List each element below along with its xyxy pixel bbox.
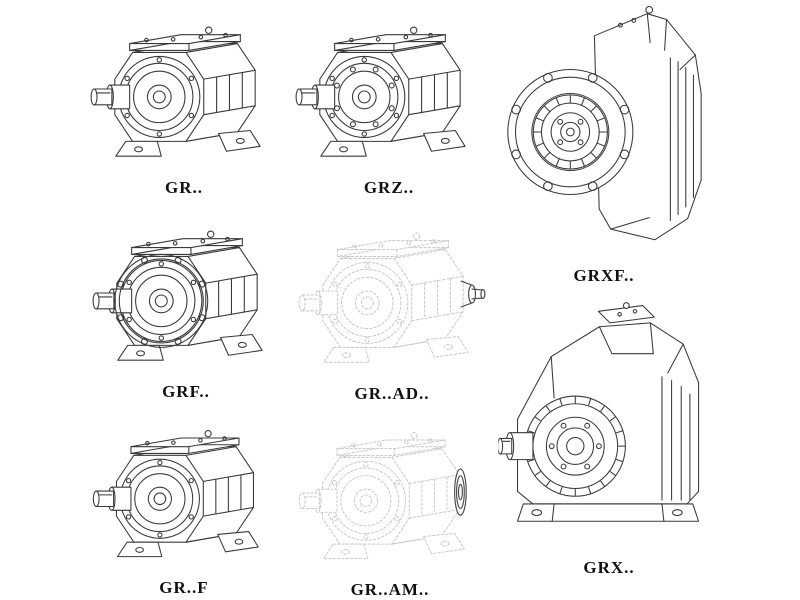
grz-gearbox-drawing xyxy=(294,6,484,174)
model-cell-gr-am: GR..AM.. xyxy=(290,412,490,600)
gr-f-gearbox-drawing xyxy=(89,410,279,574)
model-label-gr-am: GR..AM.. xyxy=(350,580,430,599)
model-label-grz: GRZ.. xyxy=(363,178,415,197)
grf-gearbox-drawing xyxy=(91,210,281,378)
model-label-grx: GRX.. xyxy=(583,558,635,577)
input-shaft-adapter xyxy=(460,280,486,308)
model-cell-grxf: GRXF.. xyxy=(498,2,710,286)
model-label-grxf: GRXF.. xyxy=(573,266,635,285)
model-cell-grx: GRX.. xyxy=(494,294,724,578)
model-cell-grz: GRZ.. xyxy=(291,6,487,198)
grx-gearbox-drawing xyxy=(498,294,720,554)
grxf-gearbox-drawing xyxy=(503,2,705,262)
motor-flange-adapter xyxy=(454,468,467,516)
model-cell-gr-ad: GR..AD.. xyxy=(292,212,492,404)
model-label-gr-f: GR..F xyxy=(159,578,209,597)
model-label-gr: GR.. xyxy=(165,178,203,197)
model-label-grf: GRF.. xyxy=(162,382,210,401)
model-label-gr-ad: GR..AD.. xyxy=(354,384,430,403)
model-cell-gr-f: GR..F xyxy=(86,410,282,598)
gr-am-gearbox-drawing xyxy=(295,412,467,576)
gr-ad-gearbox-drawing xyxy=(297,212,486,380)
model-cell-gr: GR.. xyxy=(86,6,282,198)
gr-gearbox-drawing xyxy=(89,6,279,174)
model-cell-grf: GRF.. xyxy=(88,210,284,402)
